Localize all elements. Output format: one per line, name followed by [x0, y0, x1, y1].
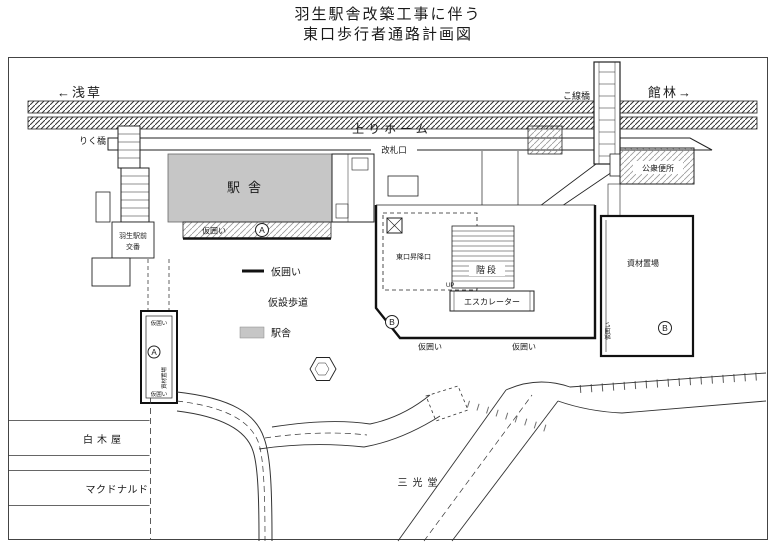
mcdonalds-label: マクドナルド [86, 484, 149, 496]
title-line2: 東口歩行者通路計画図 [303, 26, 473, 43]
railway-tracks [27, 100, 758, 130]
police-box: 羽生駅前 交番 [91, 221, 155, 287]
hexagon-planter [309, 357, 337, 381]
marker-b-label: B [389, 317, 395, 327]
fence-label: 仮囲い [512, 342, 536, 352]
road-island [425, 385, 469, 422]
slope-hatch-ticks [579, 372, 765, 393]
station-building-box [167, 153, 333, 223]
marker-a-label: A [151, 348, 157, 357]
roads [176, 372, 767, 542]
fence-label: 仮囲い [202, 226, 226, 236]
marker-a-circle [255, 223, 269, 237]
police-box-label-line2: 交番 [126, 242, 140, 251]
up-label: UP [446, 283, 454, 289]
legend: 仮囲い 仮設歩道 駅舎 [239, 266, 308, 340]
fence-label: 仮囲い [151, 319, 168, 327]
east-exit-fence-outline [374, 205, 597, 340]
legend-station-label: 駅舎 [271, 328, 291, 340]
stairs: 階段 [451, 225, 515, 289]
direction-west-label: ←浅草 [57, 85, 102, 100]
ticket-gate: 改札口 [371, 144, 417, 155]
overpass-label: こ線橋 [563, 90, 590, 101]
marker-b-circle [658, 321, 672, 335]
title-line1: 羽生駅舎改築工事に伴う [294, 5, 481, 23]
stairs-label: 階段 [476, 264, 498, 275]
public-toilet: 公衆便所 [607, 147, 695, 217]
marker-b-circle [385, 315, 399, 329]
escalator-label: エスカレーター [464, 298, 520, 307]
material-storage-right: 資材置場 B 仮囲い [599, 214, 695, 358]
kiosk-box [387, 175, 419, 197]
material-storage-label: 資材置場 [627, 258, 659, 268]
rail-overpass: こ線橋 [563, 61, 621, 165]
ticket-gate-label: 改札口 [381, 145, 407, 155]
drawing-border [8, 57, 768, 540]
title-block: 羽生駅舎改築工事に伴う 東口歩行者通路計画図 [294, 5, 481, 43]
bottom-left-blocks [8, 398, 151, 539]
small-structure-box [91, 257, 131, 287]
sankodo-label: 三光堂 [398, 476, 443, 489]
dashed-area [382, 212, 478, 291]
legend-station-swatch [239, 326, 265, 339]
legend-fence-label: 仮囲い [271, 266, 301, 279]
temp-corridor-left: 仮囲い A 資材置場 仮囲い [140, 259, 178, 404]
material-storage-label: 資材置場 [160, 367, 168, 390]
station-building-label: 駅舎 [227, 180, 269, 195]
east-exit-entrance-label: 東口昇降口 [396, 252, 431, 261]
station-fence-strip: 仮囲い A [182, 221, 332, 240]
marker-b-label: B [662, 323, 668, 333]
fence-label: 仮囲い [418, 342, 442, 352]
riku-bridge: りく橋 [79, 125, 150, 223]
platform-stair-box [527, 125, 563, 155]
fence-label: 仮囲い [604, 322, 612, 340]
riku-bridge-label: りく橋 [79, 135, 106, 146]
station-building: 駅舎 [167, 153, 333, 223]
marker-a-label: A [259, 225, 265, 235]
direction-east-label: 館林→ [648, 85, 693, 100]
marker-a-circle [147, 345, 161, 359]
public-toilet-label: 公衆便所 [642, 163, 674, 173]
station-annex [331, 153, 419, 223]
fence-label: 仮囲い [151, 390, 168, 398]
shirakiya-label: 白木屋 [83, 433, 125, 446]
police-box-label-line1: 羽生駅前 [119, 231, 147, 240]
east-exit-block: 東口昇降口 階段 エスカレーター UP B 仮囲い 仮囲い [374, 204, 597, 352]
overpass-connectors [481, 151, 619, 207]
elevator-box [386, 217, 403, 234]
slope-hatch-ticks [466, 400, 550, 433]
up-platform-label: 上りホーム [352, 122, 432, 136]
escalator: エスカレーター [449, 290, 535, 312]
legend-walkway-label: 仮設歩道 [268, 296, 308, 309]
